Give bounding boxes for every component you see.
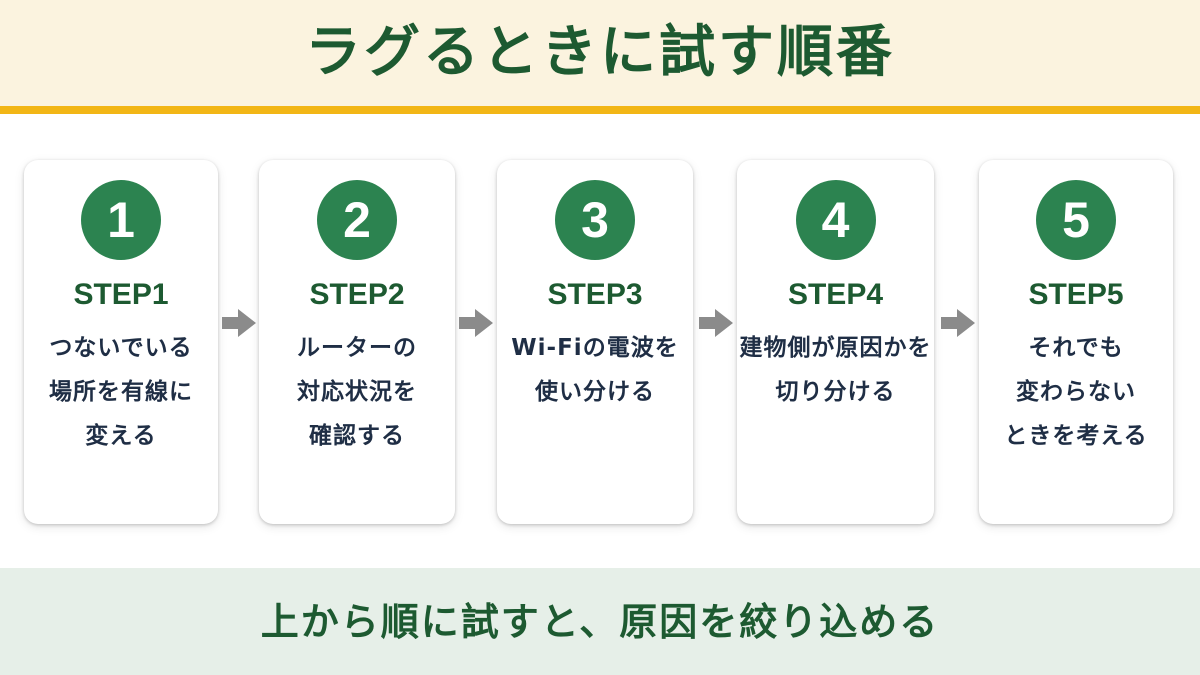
- step-description-line: それでも: [1028, 335, 1124, 361]
- step-description-line: 対応状況を: [297, 379, 417, 405]
- step-number-badge: 5: [1036, 180, 1116, 260]
- step-number-badge: 2: [317, 180, 397, 260]
- header-banner: ラグるときに試す順番: [0, 0, 1200, 106]
- footer-banner: 上から順に試すと、原因を絞り込める: [0, 568, 1200, 675]
- step-description-line: Wi-Fiの電波を: [511, 335, 679, 361]
- footer-summary: 上から順に試すと、原因を絞り込める: [260, 599, 940, 644]
- step-description-line: つないでいる: [49, 335, 193, 361]
- step-card-1: 1 STEP1 つないでいる 場所を有線に 変える: [24, 160, 218, 524]
- step-description: ルーターの 対応状況を 確認する: [259, 326, 455, 458]
- steps-row: 1 STEP1 つないでいる 場所を有線に 変える 2 STEP2 ルーターの …: [0, 160, 1200, 524]
- arrow-right-icon: [459, 309, 493, 337]
- step-description-line: 変わらない: [1016, 379, 1136, 405]
- page-title: ラグるときに試す順番: [305, 20, 895, 85]
- step-description-line: ときを考える: [1004, 423, 1148, 449]
- step-description-line: 変える: [85, 423, 157, 449]
- step-description-line: ルーターの: [297, 335, 417, 361]
- step-label: STEP3: [547, 278, 643, 311]
- step-description: それでも 変わらない ときを考える: [979, 326, 1173, 458]
- step-card-5: 5 STEP5 それでも 変わらない ときを考える: [979, 160, 1173, 524]
- step-description: つないでいる 場所を有線に 変える: [24, 326, 218, 458]
- step-label: STEP4: [787, 278, 884, 311]
- step-description: Wi-Fiの電波を 使い分ける: [497, 326, 693, 414]
- arrow-right-icon: [699, 309, 733, 337]
- step-number-badge: 3: [555, 180, 635, 260]
- step-description-line: 使い分ける: [535, 379, 655, 405]
- step-card-2: 2 STEP2 ルーターの 対応状況を 確認する: [259, 160, 455, 524]
- step-description: 建物側が原因かを 切り分ける: [737, 326, 934, 414]
- step-number-badge: 4: [795, 180, 876, 260]
- step-card-4: 4 STEP4 建物側が原因かを 切り分ける: [737, 160, 934, 524]
- step-card-3: 3 STEP3 Wi-Fiの電波を 使い分ける: [497, 160, 693, 524]
- step-description-line: 建物側が原因かを: [739, 335, 932, 361]
- step-label: STEP5: [1028, 278, 1124, 311]
- step-label: STEP1: [73, 278, 169, 311]
- arrow-right-icon: [222, 309, 256, 337]
- step-description-line: 切り分ける: [775, 379, 896, 405]
- header-divider: [0, 106, 1200, 114]
- step-description-line: 確認する: [309, 423, 405, 449]
- step-description-line: 場所を有線に: [49, 379, 193, 405]
- step-number-badge: 1: [81, 180, 161, 260]
- arrow-right-icon: [941, 309, 975, 337]
- step-label: STEP2: [309, 278, 405, 311]
